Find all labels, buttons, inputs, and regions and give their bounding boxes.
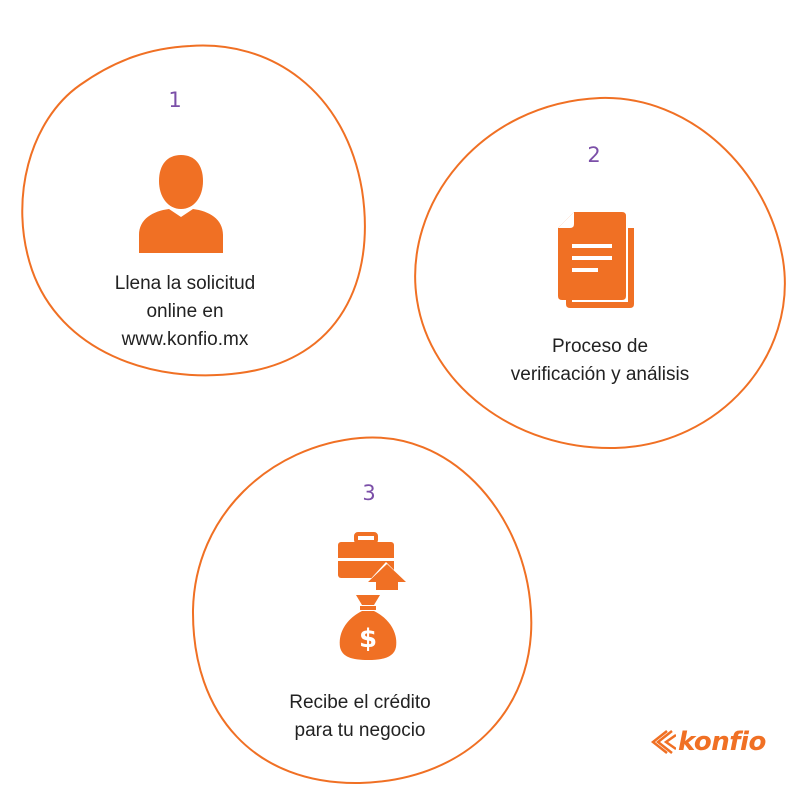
user-icon (139, 155, 223, 253)
step-3-number: 3 (362, 481, 376, 505)
money-bag-icon: $ (339, 595, 397, 660)
step-2-outline (414, 96, 786, 450)
step-1-line-2: online en (146, 301, 224, 322)
step-1-number: 1 (168, 88, 182, 112)
document-icon (558, 212, 634, 308)
step-1-outline (21, 44, 366, 377)
step-1-line-3: www.konfio.mx (121, 329, 249, 350)
step-2-line-1: Proceso de (551, 336, 649, 357)
step-1-text: Llena la solicitud online en www.konfio.… (85, 270, 285, 354)
step-3-text: Recibe el crédito para tu negocio (260, 689, 460, 745)
svg-text:$: $ (359, 624, 377, 654)
briefcase-upload-icon (338, 532, 408, 590)
step-3-line-1: Recibe el crédito (289, 692, 431, 713)
step-2-number: 2 (587, 143, 601, 167)
step-3-line-2: para tu negocio (294, 720, 426, 741)
step-3-outline (191, 436, 533, 785)
logo-text: konfio (678, 727, 766, 757)
step-2-line-2: verificación y análisis (510, 364, 690, 385)
step-1-line-1: Llena la solicitud (114, 273, 256, 294)
logo-chevron-icon (650, 730, 676, 754)
konfio-logo: konfio (650, 727, 766, 757)
step-2-text: Proceso de verificación y análisis (470, 333, 730, 389)
